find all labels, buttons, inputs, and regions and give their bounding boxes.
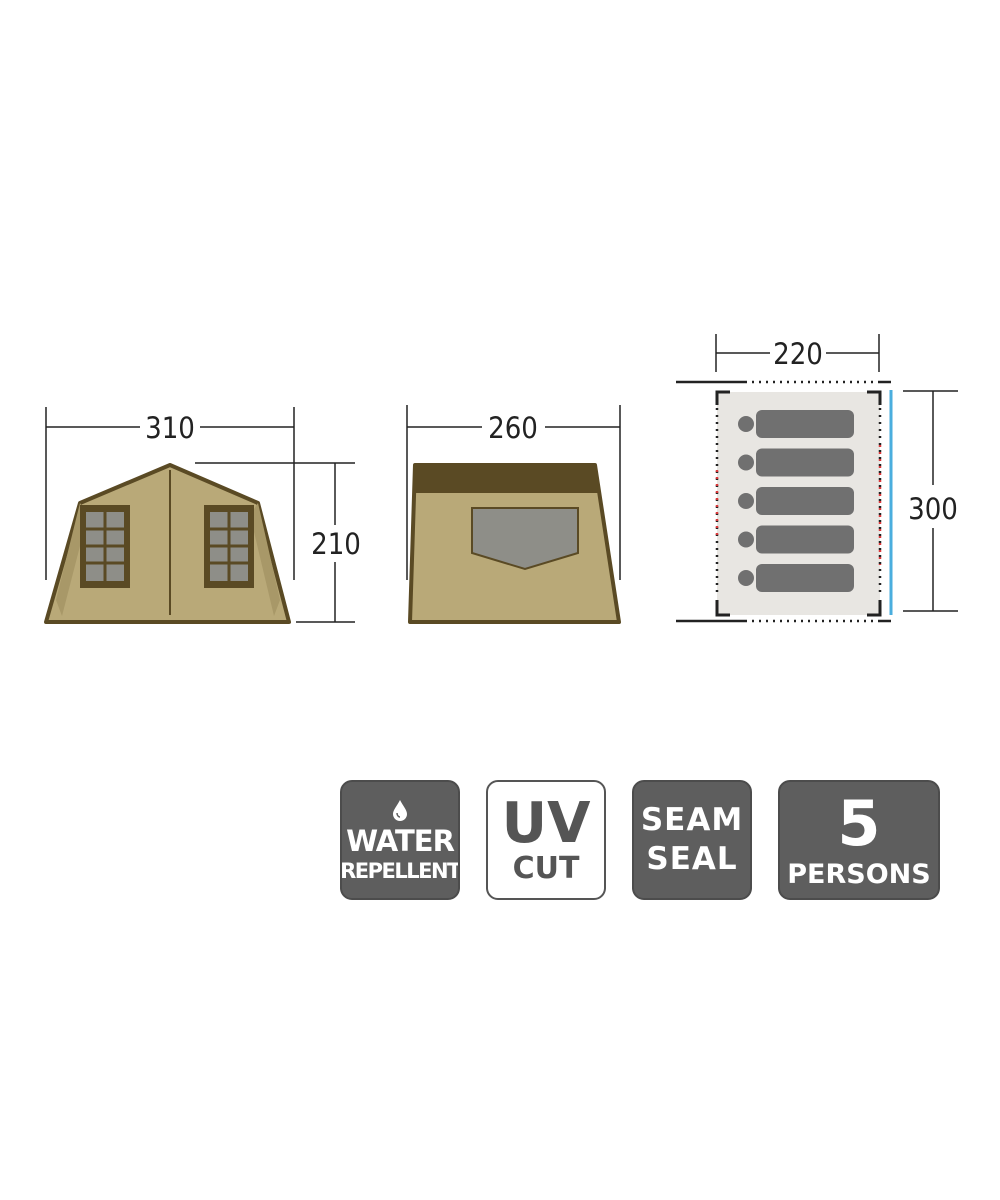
right-window — [204, 505, 254, 588]
badge-label-line1: SEAM — [640, 802, 744, 838]
front-height-label: 210 — [311, 527, 361, 561]
floor-width-label: 220 — [773, 337, 823, 371]
uv-cut-badge: UV CUT — [486, 780, 606, 900]
side-view: 260 — [406, 405, 621, 624]
side-window — [471, 507, 579, 571]
sleeper — [738, 564, 854, 592]
badge-label-line2: PERSONS — [787, 858, 931, 890]
seam-seal-badge: SEAM SEAL — [632, 780, 752, 900]
badge-label-line1: 5 — [837, 786, 881, 860]
floor-plan: 220 300 — [676, 334, 958, 623]
sleeper — [738, 487, 854, 515]
front-width-label: 310 — [145, 411, 195, 445]
sleeper — [738, 448, 854, 477]
badge-label-line2: SEAL — [646, 841, 738, 877]
front-view: 310 210 — [44, 407, 361, 624]
badge-label-line2: CUT — [512, 851, 580, 886]
left-window — [80, 505, 130, 588]
persons-badge: 5 PERSONS — [778, 780, 940, 900]
sleeper — [738, 410, 854, 438]
floor-depth-label: 300 — [908, 492, 958, 526]
badge-label-line2: REPELLENT — [340, 858, 460, 883]
badge-label-line1: UV — [501, 791, 591, 856]
badge-label-line1: WATER — [346, 823, 455, 858]
sleepers — [738, 410, 854, 592]
side-roof-band — [414, 465, 598, 493]
water-repellent-badge: WATER REPELLENT — [340, 780, 460, 900]
side-width-label: 260 — [488, 411, 538, 445]
tent-dimensions-diagram: 310 210 260 — [44, 334, 958, 624]
water-drop-icon — [393, 799, 407, 821]
sleeper — [738, 525, 854, 554]
